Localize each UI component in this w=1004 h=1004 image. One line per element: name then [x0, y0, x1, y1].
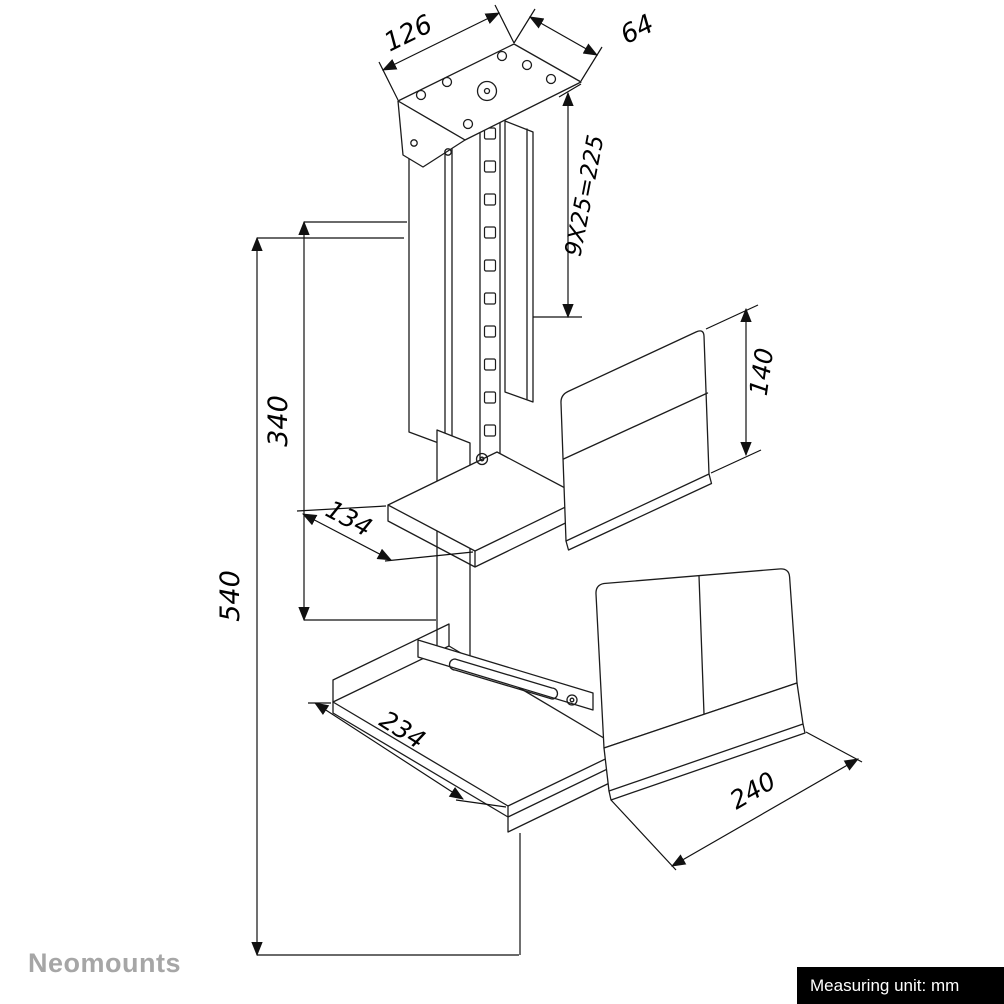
rail-slot [448, 658, 559, 700]
dimension-slot-pattern: 9X25=225 [533, 83, 610, 319]
dimension-column-travel: 340 [263, 220, 436, 622]
dim-64-label: 64 [616, 9, 659, 51]
dim-134-label: 134 [321, 494, 377, 542]
brand-logo: Neomounts [28, 948, 181, 978]
cpu-holder-side-plate [595, 568, 806, 801]
dimension-clamp-plate-height: 140 [705, 304, 779, 474]
shelf-screw [475, 452, 489, 466]
cpu-mount-structure [332, 43, 806, 833]
dim-340-label: 340 [263, 395, 294, 447]
measuring-unit-badge: Measuring unit: mm [797, 967, 1004, 1004]
dim-540-label: 540 [215, 570, 246, 622]
base-slide-rail [417, 639, 594, 711]
upper-clamp-shelf [387, 451, 585, 568]
base-left-wall [332, 623, 450, 703]
column-outer-rails [408, 120, 534, 449]
rail-screw [566, 694, 578, 706]
upper-clamp-plate [560, 330, 713, 551]
dim-126-label: 126 [380, 9, 438, 58]
mounting-plate-flange [397, 100, 466, 168]
dimension-total-height: 540 [215, 236, 521, 957]
dim-140-label: 140 [744, 346, 779, 397]
measuring-unit-label: Measuring unit: mm [810, 975, 960, 995]
